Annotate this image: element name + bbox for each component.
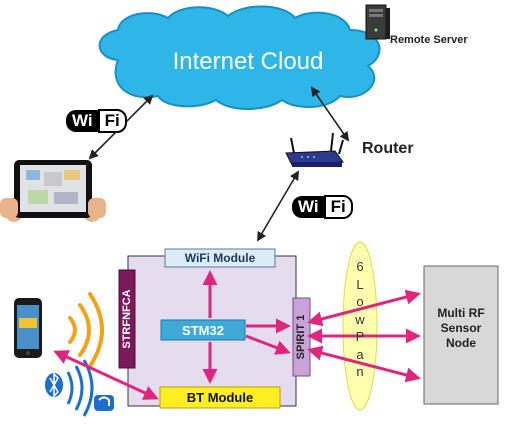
phone-icon	[14, 298, 42, 358]
sixlowpan-char: o	[356, 294, 364, 309]
wifi-module: WiFi Module	[184, 251, 256, 265]
strfnfca-label: STRFNFCA	[121, 289, 133, 348]
data-flow-arrows	[53, 270, 421, 400]
rf-node-line: Multi RF	[437, 306, 485, 320]
sixlowpan-char: L	[356, 276, 364, 292]
sixlowpan-char: 6	[356, 259, 364, 274]
nfc-signal-icon	[68, 292, 104, 368]
rf-node-box	[423, 265, 499, 405]
sixlowpan-char: a	[356, 346, 364, 362]
wifi-logo-wi: Wi	[292, 196, 324, 218]
server-label: Remote Server	[390, 34, 468, 46]
sixlowpan-char: n	[356, 364, 364, 379]
server-icon	[365, 4, 390, 40]
spirit-label: SPIRIT 1	[295, 315, 307, 360]
bluetooth-nfc-icon	[45, 359, 114, 417]
internet-cloud	[98, 5, 381, 110]
rf-node-label: Multi RF Sensor Node	[424, 306, 498, 351]
wifi-logo-wi: Wi	[66, 110, 98, 132]
wifi-logo-top: Wi Fi	[66, 109, 127, 133]
sixlowpan-char: P	[355, 329, 365, 344]
router-label: Router	[362, 140, 414, 157]
wifi-logo-router: Wi Fi	[292, 195, 353, 219]
router-icon	[285, 132, 344, 167]
cloud-label: Internet Cloud	[172, 48, 324, 75]
rf-node-line: Sensor	[440, 321, 482, 335]
stm32-module: STM32	[182, 323, 224, 338]
tablet-icon	[0, 160, 106, 222]
sixlowpan-char: w	[355, 311, 365, 327]
wifi-logo-fi: Fi	[97, 109, 127, 133]
wifi-logo-fi: Fi	[323, 195, 353, 219]
bt-module: BT Module	[186, 390, 254, 405]
sixlowpan-label: 6 L o w P a n	[343, 258, 377, 381]
rf-node-line: Node	[446, 336, 476, 350]
